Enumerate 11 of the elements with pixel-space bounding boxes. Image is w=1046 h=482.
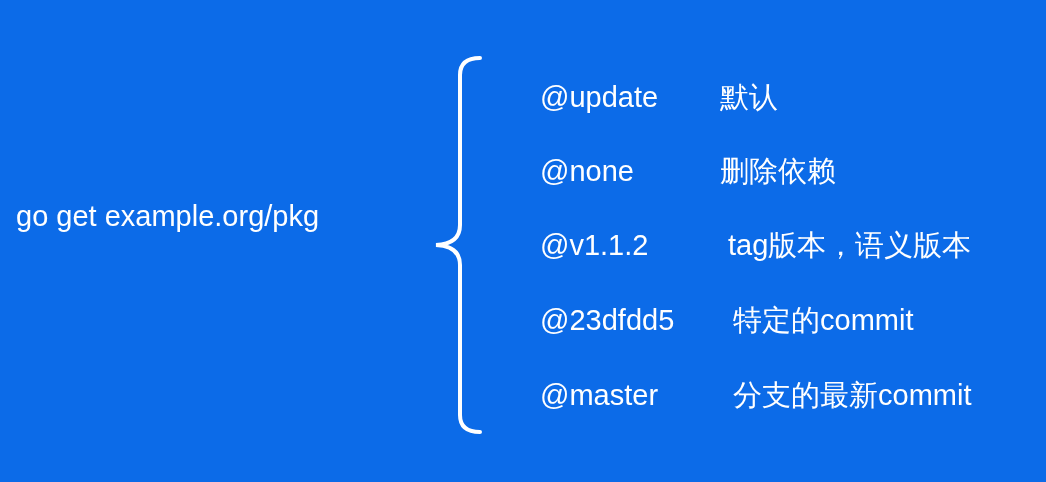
command-text: go get example.org/pkg: [16, 200, 320, 233]
option-description: 特定的commit: [733, 303, 914, 338]
option-text: @update: [540, 80, 659, 115]
option-text: @23dfdd5: [540, 303, 675, 338]
option-text: @v1.1.2: [540, 228, 649, 263]
option-description: 删除依赖: [720, 154, 836, 189]
option-description: 默认: [720, 80, 778, 115]
option-text: @master: [540, 378, 659, 413]
option-text: @none: [540, 154, 634, 189]
option-description: 分支的最新commit: [733, 378, 972, 413]
option-description: tag版本，语义版本: [728, 228, 972, 263]
